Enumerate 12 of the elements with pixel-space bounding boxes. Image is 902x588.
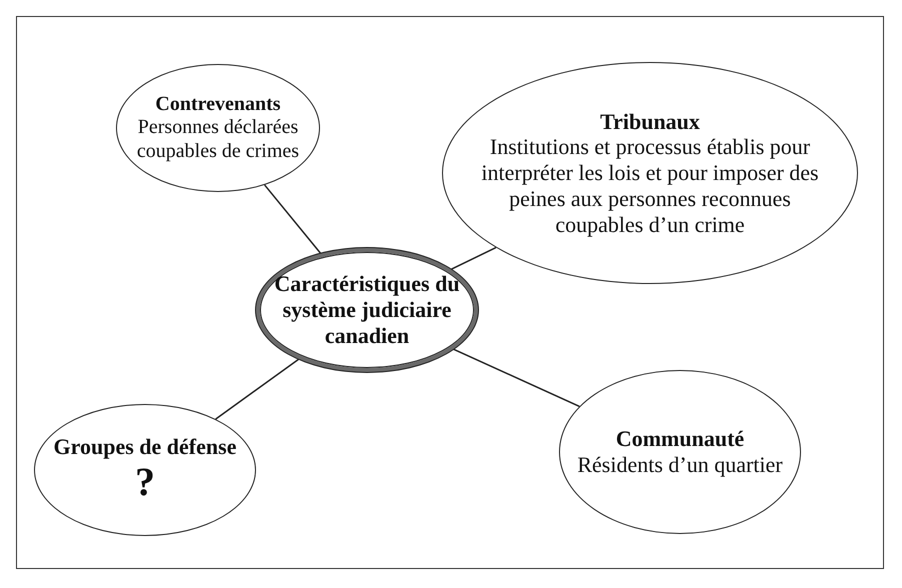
node-title: Contrevenants [155,92,281,116]
connector-line [215,358,300,420]
node-title: Tribunaux [600,108,700,134]
connector-line [450,246,496,270]
node-text: Institutions et processus établis pour interpréter les lois et pour imposer des peines aux personnes reconnues coupables d’un crime [480,134,820,238]
node-title: Groupes de défense [54,434,236,460]
node-text: Personnes déclarées coupables de crimes [136,116,300,164]
node-text: ? [135,459,155,506]
node-title: Caractéristiques du système judiciaire canadien [274,271,460,349]
connector-line [452,348,580,408]
node-text: Résidents d’un quartier [577,452,783,478]
node-title: Communauté [616,426,744,452]
